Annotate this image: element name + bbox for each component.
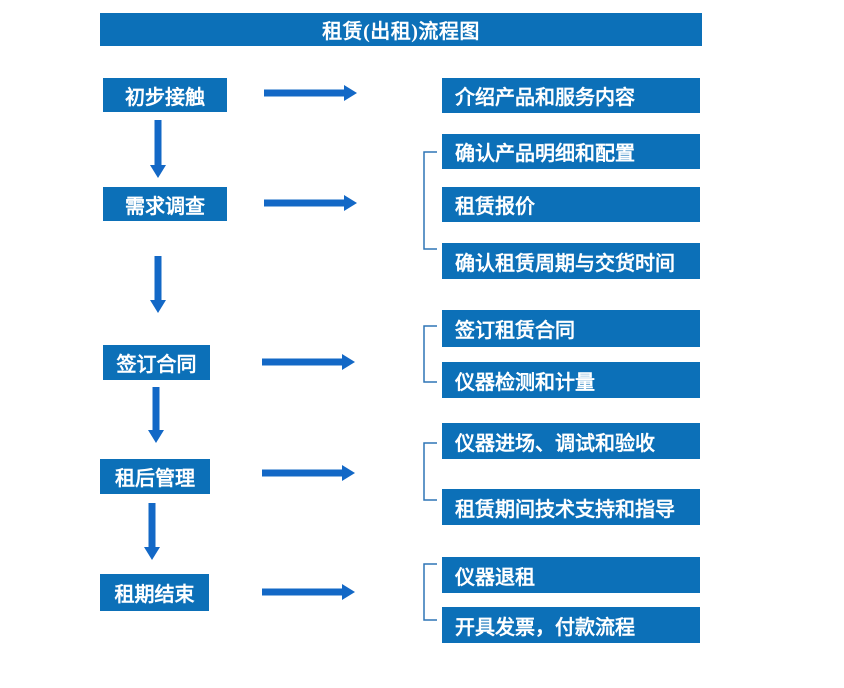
stage-box-demand-survey: 需求调查 bbox=[103, 187, 227, 221]
arrow-right-stage3-icon bbox=[262, 354, 355, 370]
stage-box-sign-contract: 签订合同 bbox=[103, 345, 210, 380]
arrow-right-stage2-icon bbox=[264, 195, 357, 211]
stage-box-initial-contact: 初步接触 bbox=[103, 78, 227, 112]
arrow-down-stage1-2-icon bbox=[150, 120, 166, 178]
stage-box-rental-end: 租期结束 bbox=[100, 574, 209, 611]
bracket-stage4-details bbox=[423, 442, 437, 501]
stage-box-post-rental-management: 租后管理 bbox=[100, 459, 210, 494]
detail-box-introduce-products: 介绍产品和服务内容 bbox=[442, 78, 700, 113]
detail-box-invoice-payment: 开具发票，付款流程 bbox=[442, 607, 700, 643]
arrow-down-stage3-4-icon bbox=[148, 387, 164, 443]
detail-box-confirm-product-config: 确认产品明细和配置 bbox=[442, 134, 700, 169]
arrow-right-stage5-icon bbox=[262, 584, 355, 600]
bracket-stage5-details bbox=[423, 563, 437, 621]
arrow-right-stage4-icon bbox=[262, 465, 355, 481]
arrow-down-stage2-3-icon bbox=[150, 256, 166, 313]
detail-box-sign-rental-contract: 签订租赁合同 bbox=[442, 310, 700, 347]
detail-box-rental-quote: 租赁报价 bbox=[442, 187, 700, 222]
bracket-stage2-details bbox=[423, 151, 437, 250]
detail-box-confirm-period-delivery: 确认租赁周期与交货时间 bbox=[442, 243, 700, 279]
bracket-stage3-details bbox=[423, 325, 437, 383]
detail-box-instrument-setup-acceptance: 仪器进场、调试和验收 bbox=[442, 423, 700, 459]
detail-box-instrument-return: 仪器退租 bbox=[442, 557, 700, 593]
detail-box-instrument-testing: 仪器检测和计量 bbox=[442, 362, 700, 398]
arrow-down-stage4-5-icon bbox=[144, 503, 160, 560]
flowchart-title: 租赁(出租)流程图 bbox=[100, 13, 702, 46]
detail-box-technical-support: 租赁期间技术支持和指导 bbox=[442, 489, 700, 525]
arrow-right-stage1-icon bbox=[264, 85, 357, 101]
